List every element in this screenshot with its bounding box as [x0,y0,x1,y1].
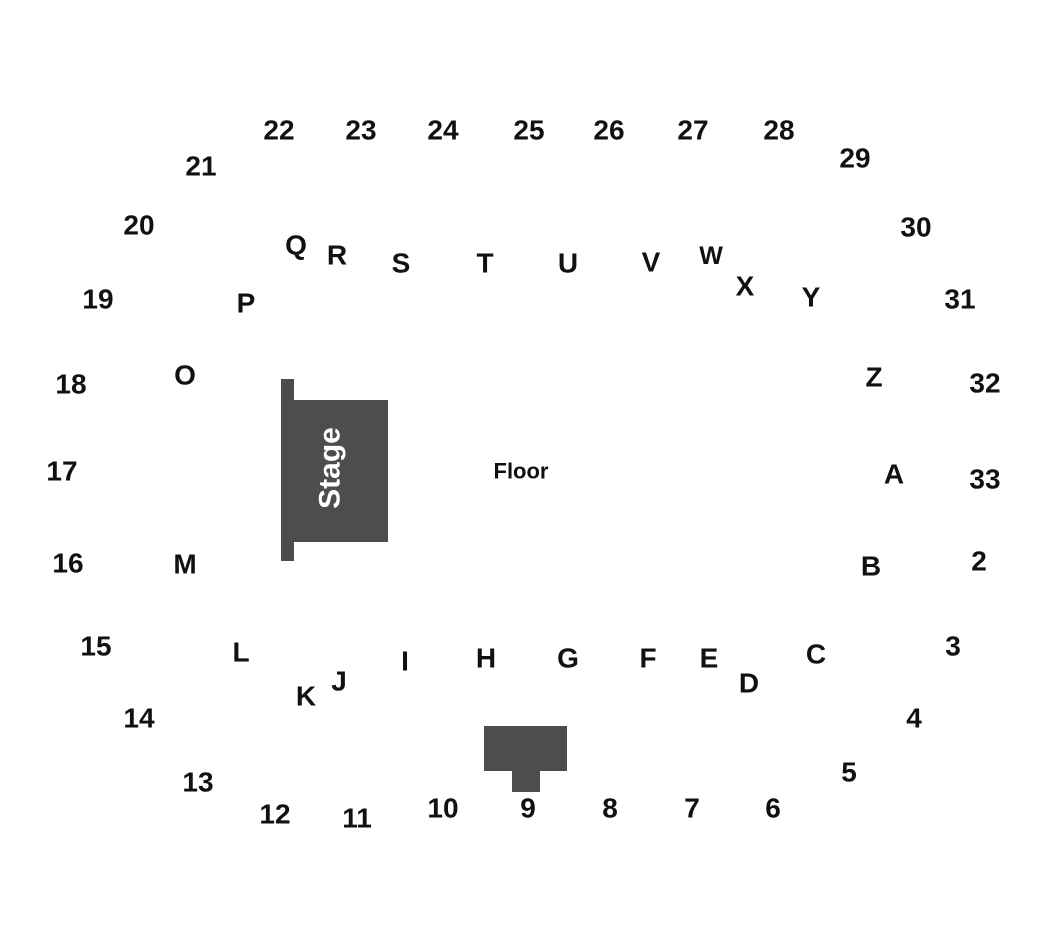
section-d[interactable]: D [739,668,759,699]
section-9[interactable]: 9 [520,793,536,824]
section-4[interactable]: 4 [906,703,922,734]
section-23[interactable]: 23 [345,115,376,146]
section-m[interactable]: M [173,549,196,580]
section-c[interactable]: C [806,639,826,670]
section-28[interactable]: 28 [763,115,794,146]
section-o[interactable]: O [174,360,196,391]
section-16[interactable]: 16 [52,548,83,579]
section-6[interactable]: 6 [765,793,781,824]
section-26[interactable]: 26 [593,115,624,146]
section-k[interactable]: K [296,681,316,712]
stage[interactable]: Stage [281,379,388,561]
section-t[interactable]: T [476,248,493,279]
section-b[interactable]: B [861,551,881,582]
section-l[interactable]: L [232,637,249,668]
section-2[interactable]: 2 [971,546,987,577]
section-11[interactable]: 11 [342,803,372,834]
section-33[interactable]: 33 [969,464,1000,495]
section-18[interactable]: 18 [55,369,86,400]
section-32[interactable]: 32 [969,368,1000,399]
section-27[interactable]: 27 [677,115,708,146]
stage-label: Stage [314,427,347,509]
section-21[interactable]: 21 [185,151,216,182]
section-12[interactable]: 12 [259,799,290,830]
section-floor[interactable]: Floor [494,459,549,484]
section-r[interactable]: R [327,240,347,271]
section-w[interactable]: W [699,242,723,270]
section-14[interactable]: 14 [123,703,155,734]
section-e[interactable]: E [700,643,719,674]
section-p[interactable]: P [237,288,256,319]
section-q[interactable]: Q [285,230,307,261]
section-x[interactable]: X [736,271,755,302]
section-10[interactable]: 10 [427,793,458,824]
section-22[interactable]: 22 [263,115,294,146]
section-19[interactable]: 19 [82,284,113,315]
section-31[interactable]: 31 [944,284,975,315]
section-v[interactable]: V [642,247,661,278]
section-y[interactable]: Y [802,282,821,313]
section-i[interactable]: I [401,646,409,677]
mix-position [484,726,567,792]
section-8[interactable]: 8 [602,793,618,824]
section-u[interactable]: U [558,248,578,279]
section-20[interactable]: 20 [123,210,154,241]
stage-thrust [281,379,294,561]
section-f[interactable]: F [639,643,656,674]
section-j[interactable]: J [331,666,347,697]
section-24[interactable]: 24 [427,115,459,146]
section-13[interactable]: 13 [182,767,213,798]
section-30[interactable]: 30 [900,212,931,243]
section-7[interactable]: 7 [684,793,700,824]
section-25[interactable]: 25 [513,115,544,146]
section-s[interactable]: S [392,248,411,279]
section-17[interactable]: 17 [46,456,77,487]
section-3[interactable]: 3 [945,631,961,662]
stage-platform [292,400,388,542]
section-5[interactable]: 5 [841,757,857,788]
section-a[interactable]: A [884,459,904,490]
mix-position-top [484,726,567,771]
section-15[interactable]: 15 [80,631,111,662]
mix-position-bottom [512,769,540,792]
section-29[interactable]: 29 [839,143,870,174]
section-g[interactable]: G [557,643,579,674]
section-h[interactable]: H [476,643,496,674]
section-z[interactable]: Z [865,362,882,393]
